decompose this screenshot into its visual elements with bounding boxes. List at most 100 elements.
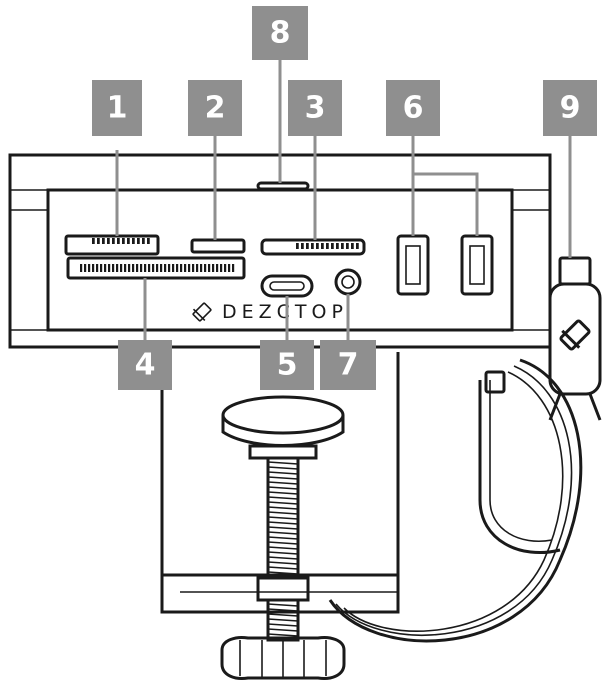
screw-thread (267, 491, 299, 495)
sd-slot-contact (117, 238, 120, 244)
screw-thread (267, 566, 299, 570)
screw-thread (267, 461, 299, 465)
svg-text:9: 9 (560, 91, 581, 126)
screw-thread (267, 556, 299, 560)
card-slot-contact (336, 243, 339, 249)
usb-c-plug (548, 256, 602, 421)
cf-slot-pin (224, 264, 227, 272)
hub-ports (64, 234, 494, 298)
cf-slot-pin (100, 264, 103, 272)
cf-slot-pin (164, 264, 167, 272)
screw-thread (267, 541, 299, 545)
screw-thread (267, 561, 299, 565)
screw-thread (267, 628, 299, 632)
callout-9: 9 (543, 80, 597, 136)
callout-6: 6 (386, 80, 440, 136)
sd-slot-contact (132, 238, 135, 244)
screw-thread (267, 551, 299, 555)
cf-slot-pin (112, 264, 115, 272)
cf-slot-pin (120, 264, 123, 272)
cf-slot-pin (232, 264, 235, 272)
cf-slot-pin (184, 264, 187, 272)
cf-slot-pin (84, 264, 87, 272)
cf-slot-pin (136, 264, 139, 272)
svg-text:6: 6 (403, 91, 424, 126)
callout-8: 8 (252, 6, 308, 60)
card-slot-contact (311, 243, 314, 249)
card-slot-contact (301, 243, 304, 249)
cf-slot-pin (88, 264, 91, 272)
card-slot-contact (331, 243, 334, 249)
sd-slot-contact (127, 238, 130, 244)
sd-slot-contact (142, 238, 145, 244)
cf-slot-pin (80, 264, 83, 272)
screw-thread (267, 613, 299, 617)
screw-thread (267, 501, 299, 505)
svg-text:1: 1 (107, 91, 128, 126)
card-slot-3 (260, 238, 366, 256)
cf-slot-pin (216, 264, 219, 272)
screw-thread (267, 536, 299, 540)
card-slot-contact (316, 243, 319, 249)
cf-slot-pin (160, 264, 163, 272)
screw-thread (267, 486, 299, 490)
cf-slot-pin (116, 264, 119, 272)
screw-thread (267, 633, 299, 637)
callout-3: 3 (288, 80, 342, 136)
screw-thread (267, 506, 299, 510)
screw-thread (267, 481, 299, 485)
callout-2: 2 (188, 80, 242, 136)
svg-text:3: 3 (305, 91, 326, 126)
sd-slot-contact (112, 238, 115, 244)
screw-thread (267, 516, 299, 520)
screw-thread (267, 608, 299, 612)
card-slot-contact (356, 243, 359, 249)
svg-text:8: 8 (270, 16, 291, 51)
card-slot-contact (341, 243, 344, 249)
cf-slot-pin (188, 264, 191, 272)
card-slot-contact (296, 243, 299, 249)
usb-a-port-1 (396, 234, 430, 296)
screw-thread (267, 476, 299, 480)
svg-text:4: 4 (135, 348, 156, 383)
cf-slot-pin (92, 264, 95, 272)
clamp-screw-assembly (220, 395, 346, 680)
screw-thread (267, 603, 299, 607)
sd-slot-contact (122, 238, 125, 244)
card-slot-contact (326, 243, 329, 249)
cf-slot-pin (108, 264, 111, 272)
sd-slot-contact (102, 238, 105, 244)
card-slot-contact (306, 243, 309, 249)
cf-slot-pin (180, 264, 183, 272)
cf-slot-pin (168, 264, 171, 272)
cf-slot-pin (172, 264, 175, 272)
cf-card-slot (66, 256, 246, 280)
screw-thread (267, 471, 299, 475)
callout-7: 7 (320, 340, 376, 390)
brand-name: DEZCTOP (222, 301, 348, 323)
screw-thread (267, 466, 299, 470)
card-slot-contact (321, 243, 324, 249)
screw-thread (267, 496, 299, 500)
usb-c-cable-loop (328, 358, 583, 643)
cf-slot-pin (104, 264, 107, 272)
dezctop-logo-icon (559, 319, 591, 351)
cf-slot-pin (148, 264, 151, 272)
dezctop-logo-icon (192, 302, 212, 322)
screw-thread (267, 571, 299, 575)
cf-slot-pin (192, 264, 195, 272)
callout-1: 1 (92, 80, 142, 136)
cf-slot-pin (208, 264, 211, 272)
cf-slot-pin (156, 264, 159, 272)
screw-thread (267, 623, 299, 627)
screw-thread (267, 526, 299, 530)
screw-thread (267, 511, 299, 515)
svg-text:5: 5 (277, 348, 298, 383)
callout-4: 4 (118, 340, 172, 390)
callout-5: 5 (260, 340, 314, 390)
svg-text:2: 2 (205, 91, 226, 126)
screw-thread (267, 618, 299, 622)
screw-thread (267, 531, 299, 535)
cf-slot-pin (132, 264, 135, 272)
